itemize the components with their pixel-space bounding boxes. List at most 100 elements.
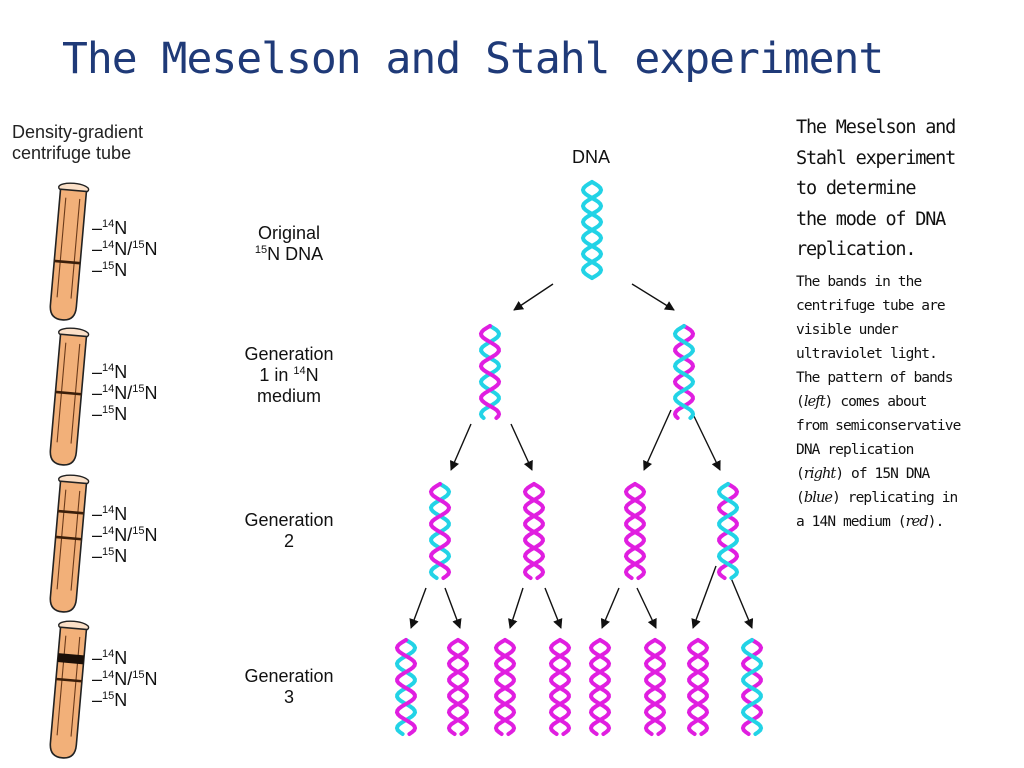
dna-strand-right [446, 638, 470, 736]
caption-italic-word: left [803, 393, 826, 410]
dna-strand-right [740, 638, 764, 736]
caption-body-line: centrifuge tube are [796, 294, 1018, 318]
centrifuge-tube-original [49, 182, 90, 321]
caption-body-line: (left) comes about [796, 390, 1018, 414]
dna-strand-right [580, 180, 604, 280]
caption-main-line: Stahl experiment [796, 147, 956, 169]
band-label-light: –14N [92, 218, 128, 238]
dna-helix-gen3-3 [493, 638, 517, 736]
caption-text-segment: a 14N medium ( [796, 513, 907, 530]
dna-strand-right [394, 638, 418, 736]
gen-label-line: Generation [244, 666, 334, 686]
replication-arrow [544, 587, 563, 629]
generation-label-original: Original 15N DNA [226, 223, 352, 265]
dna-helix-gen2-d [716, 482, 740, 580]
caption-body-line: from semiconservative [796, 414, 1018, 438]
caption-main-line: the mode of DNA [796, 208, 946, 230]
caption-main-line: The Meselson and [796, 117, 956, 138]
caption-text-segment: ( [796, 465, 805, 482]
tube-highlight-left [56, 635, 67, 736]
tube-highlight-left [56, 197, 67, 298]
band-label-heavy: –15N [92, 690, 128, 710]
band-label-hybrid: –14N/15N [92, 525, 158, 545]
dna-root-label: DNA [572, 147, 610, 167]
helix-layer [394, 180, 764, 736]
band-labels-generation-2: –14N –14N/15N –15N [92, 504, 158, 567]
dna-helix-gen2-a [428, 482, 452, 580]
band-label-light: –14N [92, 504, 128, 524]
caption-text-segment: ). [927, 513, 945, 530]
band-labels-generation-3: –14N –14N/15N –15N [92, 648, 158, 711]
caption-text-segment: ( [796, 489, 805, 506]
dna-strand-right [643, 638, 667, 736]
band-hybrid [55, 677, 83, 683]
band-label-hybrid: –14N/15N [92, 669, 158, 689]
caption-body-line: a 14N medium (red). [796, 510, 1018, 534]
gen-label-line: 2 [283, 531, 294, 551]
dna-strand-right [588, 638, 612, 736]
replication-arrow [409, 587, 427, 629]
replication-arrow [730, 577, 754, 629]
caption-text-segment: The pattern of bands [796, 369, 954, 386]
replication-arrow [513, 283, 554, 311]
dna-helix-gen1-a [478, 324, 502, 420]
caption-text-segment: The bands in the [796, 273, 922, 290]
tube-heading-line-1: Density-gradient [12, 122, 144, 142]
caption-italic-word: blue [803, 489, 833, 506]
caption-body-line: The bands in the [796, 270, 1018, 294]
gen-label-line: Generation [244, 510, 334, 530]
caption-text-segment: from semiconservative [796, 417, 961, 434]
dna-helix-gen2-b [522, 482, 546, 580]
caption-main-line: replication. [796, 239, 916, 260]
band-label-light: –14N [92, 362, 128, 382]
centrifuge-tube-generation-1 [49, 327, 90, 466]
replication-arrow [636, 587, 657, 629]
replication-arrow [691, 565, 717, 629]
replication-arrow [643, 409, 672, 471]
caption-text-segment: centrifuge tube are [796, 297, 946, 314]
dna-helix-gen3-8 [740, 638, 764, 736]
dna-strand-right [478, 324, 502, 420]
caption-body-line: DNA replication [796, 438, 1018, 462]
caption-text-segment: ) of 15N DNA [835, 465, 930, 482]
generation-label-2: Generation 2 [226, 510, 352, 552]
band-light-strong [57, 653, 85, 665]
gen-label-line: 1 in 14N [259, 365, 319, 385]
dna-helix-gen3-1 [394, 638, 418, 736]
caption-body-line: (right) of 15N DNA [796, 462, 1018, 486]
gen-label-line: 15N DNA [254, 244, 324, 264]
replication-arrow [450, 423, 472, 471]
centrifuge-tube-generation-2 [49, 474, 90, 613]
caption-body: The bands in the centrifuge tube are visib… [796, 270, 1018, 534]
dna-helix-gen2-c [623, 482, 647, 580]
caption-text-segment: ( [796, 393, 805, 410]
replication-arrow [600, 587, 620, 629]
tube-heading-line-2: centrifuge tube [12, 143, 132, 163]
band-label-light: –14N [92, 648, 128, 668]
slide-title: The Meselson and Stahl experiment [62, 34, 884, 84]
dna-strand-right [686, 638, 710, 736]
caption-body-line: visible under [796, 318, 1018, 342]
arrow-layer [409, 283, 754, 629]
caption-text-segment: visible under [796, 321, 899, 338]
tube-highlight-left [56, 489, 67, 590]
dna-strand-right [493, 638, 517, 736]
dna-helix-gen3-5 [588, 638, 612, 736]
replication-arrow [508, 587, 524, 629]
caption-text-segment: ) comes about [824, 393, 928, 410]
dna-helix-gen3-4 [548, 638, 572, 736]
band-light [57, 509, 84, 515]
gen-label-line: medium [256, 386, 322, 406]
replication-arrow [631, 283, 675, 311]
caption-text-segment: DNA replication [796, 441, 914, 458]
band-labels-original: –14N –14N/15N –15N [92, 218, 158, 281]
caption-text-segment: ultraviolet light. [796, 345, 938, 362]
caption-body-line: ultraviolet light. [796, 342, 1018, 366]
replication-arrow [510, 423, 533, 471]
dna-helix-gen3-7 [686, 638, 710, 736]
tube-highlight-right [70, 490, 81, 591]
dna-strand-right [623, 482, 647, 580]
gen-label-line: 3 [283, 687, 294, 707]
